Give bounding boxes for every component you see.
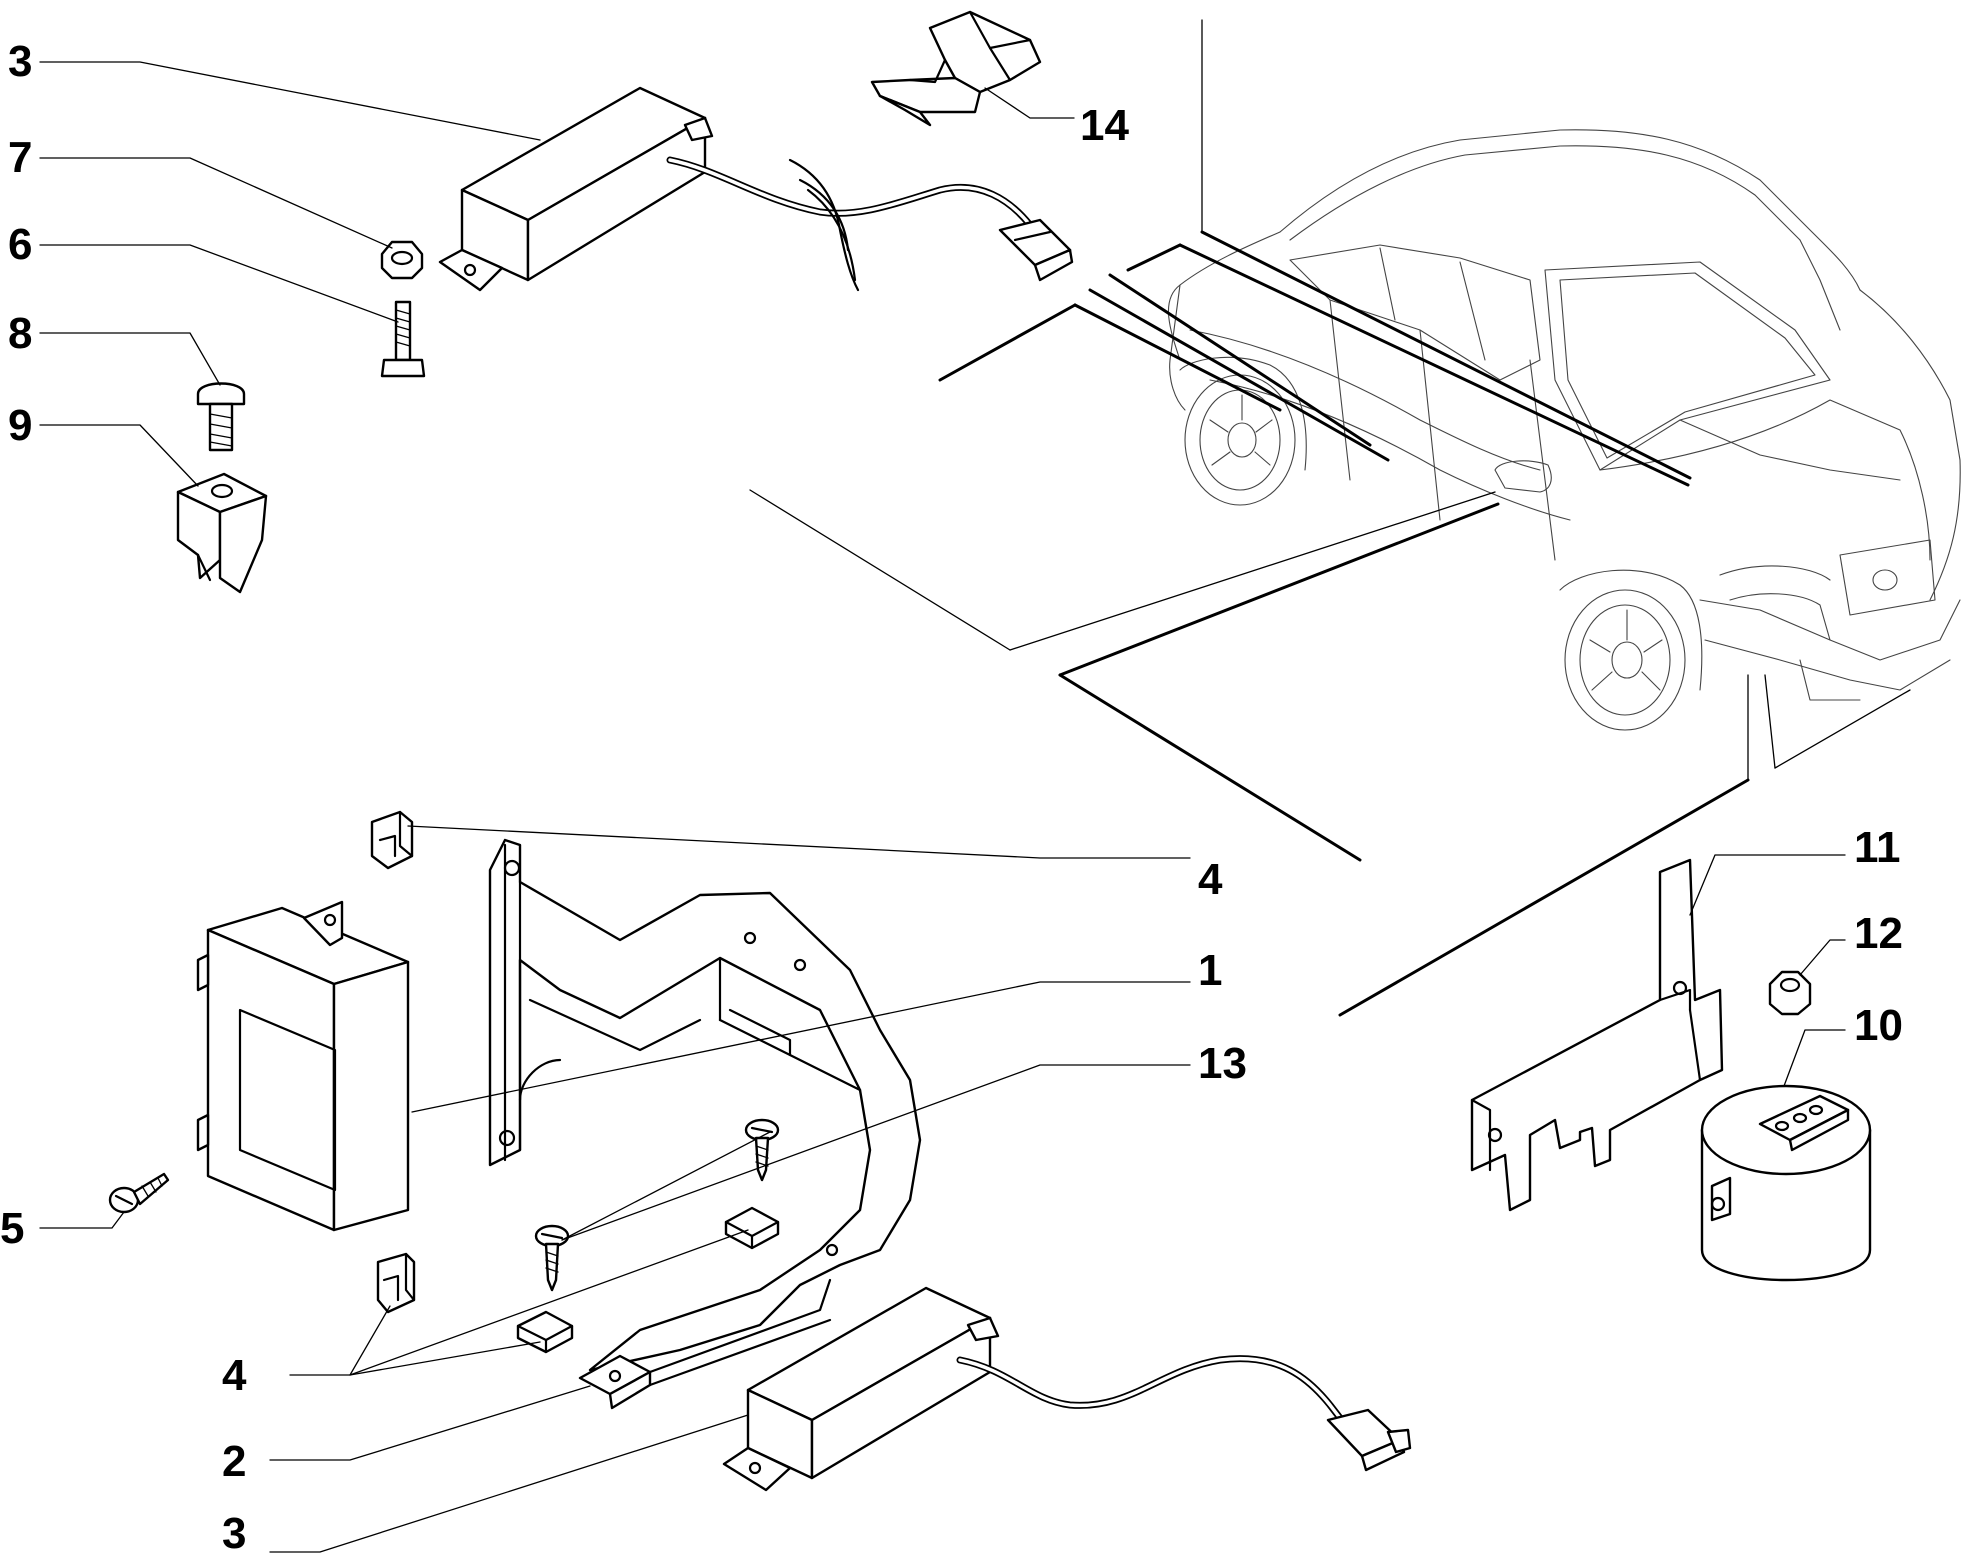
car-pointer-lines bbox=[749, 19, 1911, 1017]
part-6-stud bbox=[380, 300, 426, 378]
callout-12: 12 bbox=[1854, 909, 1903, 958]
callout-9: 9 bbox=[8, 401, 32, 450]
part-13-screw-a bbox=[744, 1118, 780, 1182]
callout-11: 11 bbox=[1854, 823, 1901, 872]
callout-10: 10 bbox=[1854, 1001, 1903, 1050]
part-10-siren bbox=[1700, 1084, 1872, 1282]
callout-3-top: 3 bbox=[8, 37, 32, 86]
callout-2: 2 bbox=[222, 1437, 246, 1486]
car-illustration bbox=[1167, 129, 1961, 731]
callout-6: 6 bbox=[8, 220, 32, 269]
callout-8: 8 bbox=[8, 309, 32, 358]
part-3-bottom-antenna-module bbox=[722, 1286, 1412, 1492]
callout-13: 13 bbox=[1198, 1039, 1247, 1088]
part-4-top-clip bbox=[370, 810, 414, 870]
part-8-bolt bbox=[196, 382, 246, 452]
callout-5: 5 bbox=[0, 1204, 24, 1253]
part-3-top-antenna-module bbox=[438, 86, 1074, 292]
callout-4-top: 4 bbox=[1198, 855, 1223, 904]
callout-labels: 3 7 6 8 9 14 4 1 13 5 4 2 3 11 12 10 bbox=[0, 37, 1903, 1553]
callout-14: 14 bbox=[1080, 101, 1129, 150]
leader-lines bbox=[39, 61, 1846, 1553]
part-12-nut bbox=[1768, 970, 1812, 1016]
callout-1: 1 bbox=[1198, 946, 1222, 995]
callout-4-bottom: 4 bbox=[222, 1351, 247, 1400]
callout-3-bottom: 3 bbox=[222, 1509, 246, 1553]
part-1-control-module bbox=[196, 900, 410, 1232]
part-9-clip bbox=[176, 472, 268, 594]
part-5-screw bbox=[108, 1172, 170, 1214]
part-2-bracket bbox=[488, 838, 922, 1410]
part-13-screw-b bbox=[534, 1224, 570, 1292]
part-14-sensor bbox=[870, 10, 1042, 127]
callout-7: 7 bbox=[8, 133, 32, 182]
part-11-bracket bbox=[1470, 858, 1724, 1212]
part-4-lower-clips bbox=[376, 1206, 780, 1354]
part-7-nut bbox=[380, 240, 424, 280]
